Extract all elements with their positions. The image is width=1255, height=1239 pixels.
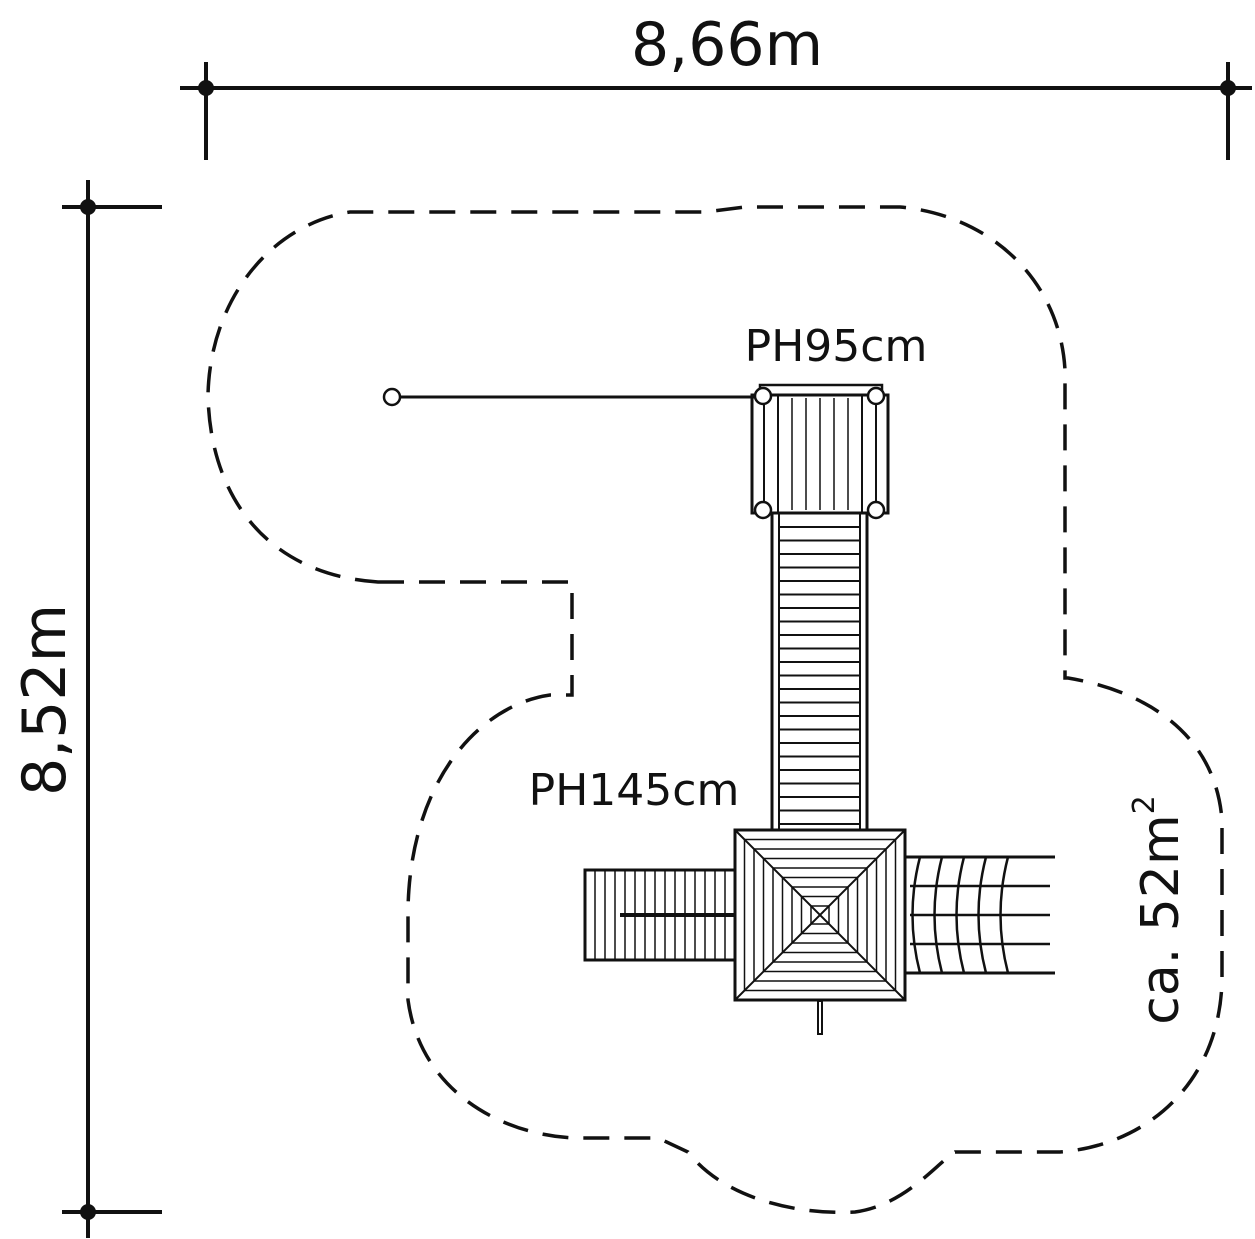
area-superscript: 2	[1127, 795, 1162, 814]
large-platform	[733, 828, 907, 1035]
width-label: 8,66m	[631, 10, 823, 80]
width-dimension	[180, 62, 1252, 160]
height-label: 8,52m	[10, 604, 80, 796]
rope-bar	[382, 387, 756, 407]
area-label-group: ca. 52m2	[1127, 795, 1191, 1024]
large-platform-label: PH145cm	[529, 765, 740, 816]
climbing-net	[905, 855, 1055, 975]
bridge	[770, 511, 869, 832]
small-platform-label: PH95cm	[745, 321, 928, 372]
area-label: ca. 52m2	[1127, 795, 1191, 1024]
safety-area-outline	[206, 205, 1224, 1215]
left-ramp	[583, 868, 737, 962]
small-platform	[750, 383, 890, 520]
height-dimension	[62, 180, 162, 1238]
